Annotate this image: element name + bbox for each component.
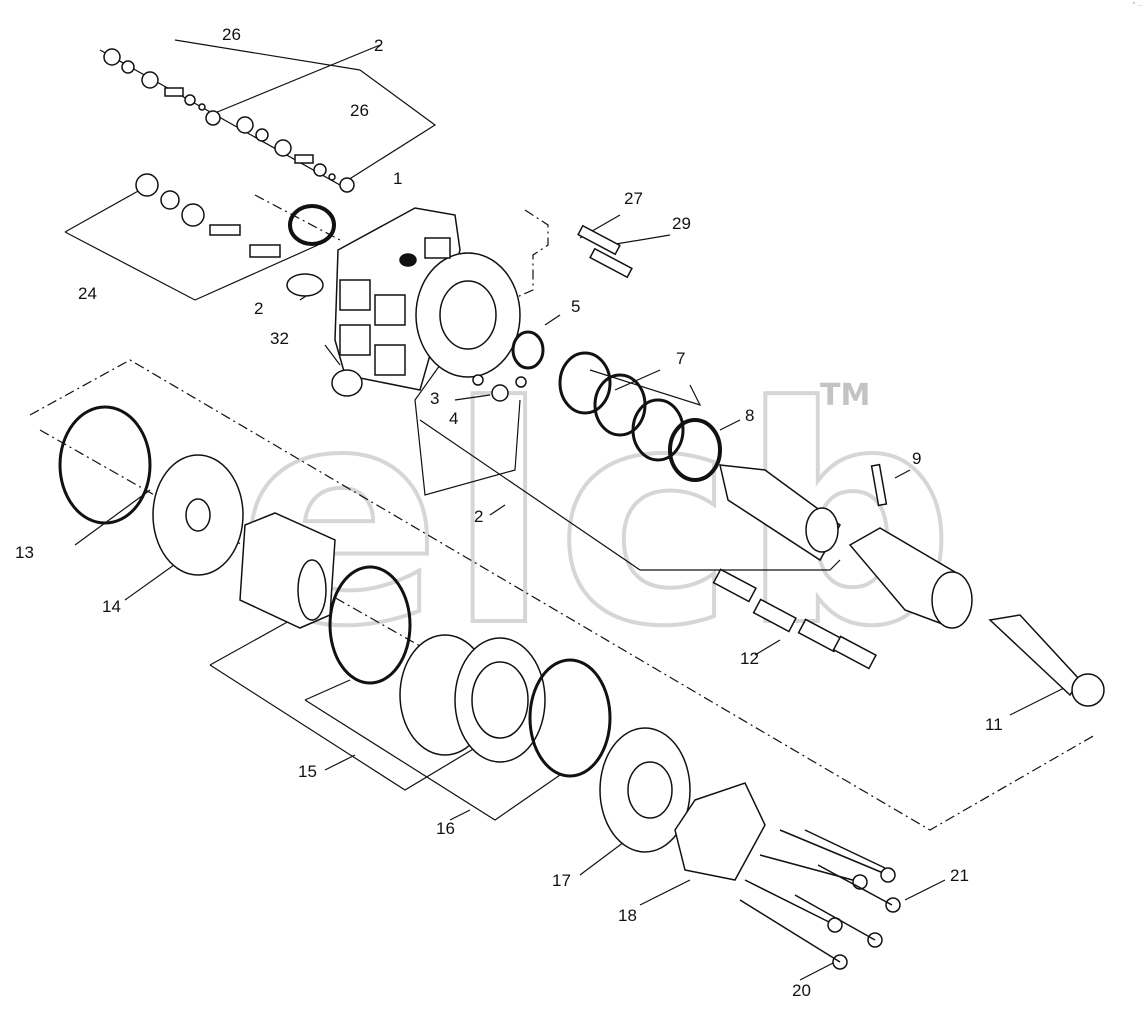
part-label-18: 18 bbox=[618, 906, 637, 925]
oring-16 bbox=[528, 658, 612, 778]
valve-parts-set-24 bbox=[135, 173, 324, 297]
part-label-16: 16 bbox=[436, 819, 455, 838]
part-label-14: 14 bbox=[102, 597, 121, 616]
end-cap-17 bbox=[599, 727, 691, 853]
drive-shaft-11 bbox=[988, 614, 1081, 697]
seal-plate-18 bbox=[674, 782, 766, 881]
gerotor-ring-16 bbox=[399, 634, 546, 763]
part-label-32: 32 bbox=[270, 329, 289, 348]
valve-parts-set-26-lower bbox=[236, 116, 355, 193]
valve-housing bbox=[334, 207, 521, 391]
part-label-13: 13 bbox=[15, 543, 34, 562]
part-label-26-lower: 26 bbox=[350, 101, 369, 120]
hose-fittings-27-29 bbox=[577, 224, 633, 279]
part-label-9: 9 bbox=[912, 449, 922, 468]
oring-15 bbox=[328, 565, 412, 685]
oring-8 bbox=[668, 418, 722, 482]
gerotor-15 bbox=[239, 512, 336, 629]
part-label-8: 8 bbox=[745, 406, 755, 425]
part-label-7: 7 bbox=[676, 349, 686, 368]
spool-sleeve-assembly bbox=[719, 464, 973, 629]
centering-springs-12 bbox=[712, 568, 877, 670]
drive-gear-11 bbox=[1071, 673, 1105, 707]
part-label-24: 24 bbox=[78, 284, 97, 303]
part-label-2-center: 2 bbox=[474, 507, 484, 526]
part-label-3: 3 bbox=[430, 389, 440, 408]
seal-ring-1 bbox=[288, 204, 336, 246]
washer-7a bbox=[558, 351, 612, 415]
check-valve-parts-3-4 bbox=[472, 374, 527, 402]
oring-5 bbox=[511, 330, 545, 370]
oring-13 bbox=[58, 405, 152, 525]
plug-32 bbox=[331, 369, 363, 397]
valve-parts-set-26-upper bbox=[103, 48, 221, 126]
part-label-20: 20 bbox=[792, 981, 811, 1000]
part-label-2-left: 2 bbox=[254, 299, 264, 318]
part-label-2-top: 2 bbox=[374, 36, 384, 55]
trademark-symbol: TM bbox=[820, 378, 871, 413]
part-label-5: 5 bbox=[571, 297, 581, 316]
part-label-12: 12 bbox=[740, 649, 759, 668]
part-label-4: 4 bbox=[449, 409, 459, 428]
part-label-17: 17 bbox=[552, 871, 571, 890]
part-label-11: 11 bbox=[985, 715, 1003, 734]
part-label-26-upper: 26 bbox=[222, 25, 241, 44]
corner-mark: ^ ... bbox=[1132, 2, 1142, 8]
part-label-1: 1 bbox=[393, 169, 403, 188]
part-label-29: 29 bbox=[672, 214, 691, 233]
part-label-27: 27 bbox=[624, 189, 643, 208]
part-label-21: 21 bbox=[950, 866, 969, 885]
pin-9 bbox=[870, 463, 888, 507]
part-label-15: 15 bbox=[298, 762, 317, 781]
bolts-20-21 bbox=[739, 829, 901, 970]
plate-14 bbox=[152, 454, 244, 576]
washer-7b bbox=[631, 398, 685, 462]
